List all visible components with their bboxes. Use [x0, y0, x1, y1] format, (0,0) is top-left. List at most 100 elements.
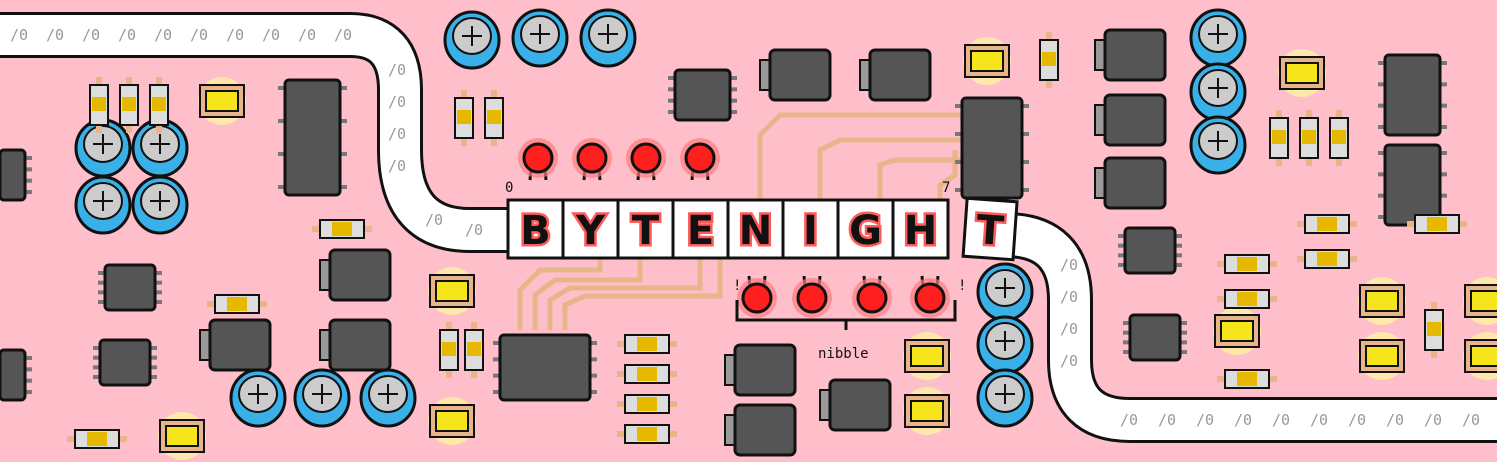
regulator-body	[328, 318, 392, 372]
voltage-regulator	[859, 48, 932, 102]
chip-body	[673, 68, 732, 122]
letter-box	[836, 198, 895, 260]
tape-cell-label: /0	[465, 221, 483, 239]
regulator-body	[1103, 156, 1167, 210]
ic-chip	[493, 333, 597, 402]
resistor-band	[1427, 322, 1441, 336]
smd-body	[1470, 290, 1497, 312]
capacitor-mark	[530, 24, 550, 44]
smd-body	[910, 345, 944, 367]
smd-body	[1470, 345, 1497, 367]
resistor	[1217, 254, 1277, 274]
chip-body	[0, 348, 27, 402]
tape-cell-label: /0	[1196, 411, 1214, 429]
resistor-band	[467, 342, 481, 356]
title-letter: T	[632, 208, 660, 254]
smd-led	[1213, 307, 1261, 355]
capacitor-mark	[150, 191, 170, 211]
capacitor-mark	[1208, 131, 1228, 151]
copper-trace	[877, 157, 970, 200]
resistor	[454, 90, 474, 146]
capacitor-mark	[995, 331, 1015, 351]
resistor	[312, 219, 372, 239]
red-led	[626, 138, 666, 181]
capacitor	[1189, 8, 1247, 68]
resistor-band	[1237, 257, 1257, 271]
tape-cell-label: /0	[1310, 411, 1328, 429]
chip-body	[1383, 143, 1442, 227]
ic-chip	[93, 338, 157, 387]
regulator-body	[328, 248, 392, 302]
resistor-band	[637, 427, 657, 441]
letter-box	[506, 198, 565, 260]
tape-cell-label: /0	[1386, 411, 1404, 429]
led-row	[518, 138, 950, 318]
capacitor	[74, 118, 132, 178]
capacitor-mark	[1208, 78, 1228, 98]
smd-led	[963, 37, 1011, 85]
red-led	[680, 138, 720, 181]
resistor-band	[442, 342, 456, 356]
smd-body	[1365, 290, 1399, 312]
ic-chip	[278, 78, 347, 197]
resistor-band	[1332, 130, 1346, 144]
smd-body	[435, 280, 469, 302]
voltage-regulator	[759, 48, 832, 102]
resistor-band	[1317, 252, 1337, 266]
tape-cell-label: /0	[1158, 411, 1176, 429]
chip-body	[498, 333, 592, 402]
tape-cell-label: /0	[1120, 411, 1138, 429]
resistor-band	[152, 97, 166, 111]
resistor	[1329, 110, 1349, 166]
resistor	[1297, 214, 1357, 234]
capacitor	[443, 10, 501, 70]
led-body	[630, 142, 662, 174]
ic-chip	[98, 263, 162, 312]
ic-chip	[1378, 53, 1447, 137]
ic-chip	[1123, 313, 1187, 362]
led-body	[684, 142, 716, 174]
smd-led	[428, 267, 476, 315]
voltage-regulator	[1094, 28, 1167, 82]
tape-cell-label: /0	[190, 26, 208, 44]
regulator-body	[868, 48, 932, 102]
tape-right	[1004, 215, 1497, 440]
red-led	[518, 138, 558, 181]
smd-led	[1358, 332, 1406, 380]
tape-cell-label: /0	[334, 26, 352, 44]
falling-letter: T	[961, 196, 1019, 262]
resistor	[67, 429, 127, 449]
components	[0, 8, 1497, 460]
letter-box	[781, 198, 840, 260]
resistor-band	[637, 337, 657, 351]
smd-body	[1365, 345, 1399, 367]
tape-cell-label: /0	[226, 26, 244, 44]
voltage-regulator	[724, 343, 797, 397]
capacitor	[131, 118, 189, 178]
voltage-regulator	[319, 318, 392, 372]
copper-trace	[817, 137, 970, 200]
resistor-band	[92, 97, 106, 111]
binary-tape	[0, 11, 1497, 443]
tape-cell-label: /0	[118, 26, 136, 44]
led-body	[796, 282, 828, 314]
resistor	[1217, 289, 1277, 309]
red-led	[572, 138, 612, 181]
title-letter: B	[520, 208, 551, 254]
capacitor-mark	[1208, 24, 1228, 44]
ic-chip	[0, 348, 32, 402]
capacitor	[1189, 115, 1247, 175]
regulator-body	[733, 343, 797, 397]
title-letter: N	[739, 208, 772, 254]
capacitor	[359, 368, 417, 428]
copper-trace	[532, 258, 643, 330]
regulator-body	[1103, 93, 1167, 147]
exclaim-right: !	[958, 278, 966, 294]
copper-trace	[517, 258, 603, 330]
tape-cell-label: /0	[262, 26, 280, 44]
smd-body	[910, 400, 944, 422]
led-body	[522, 142, 554, 174]
resistor-band	[457, 110, 471, 124]
